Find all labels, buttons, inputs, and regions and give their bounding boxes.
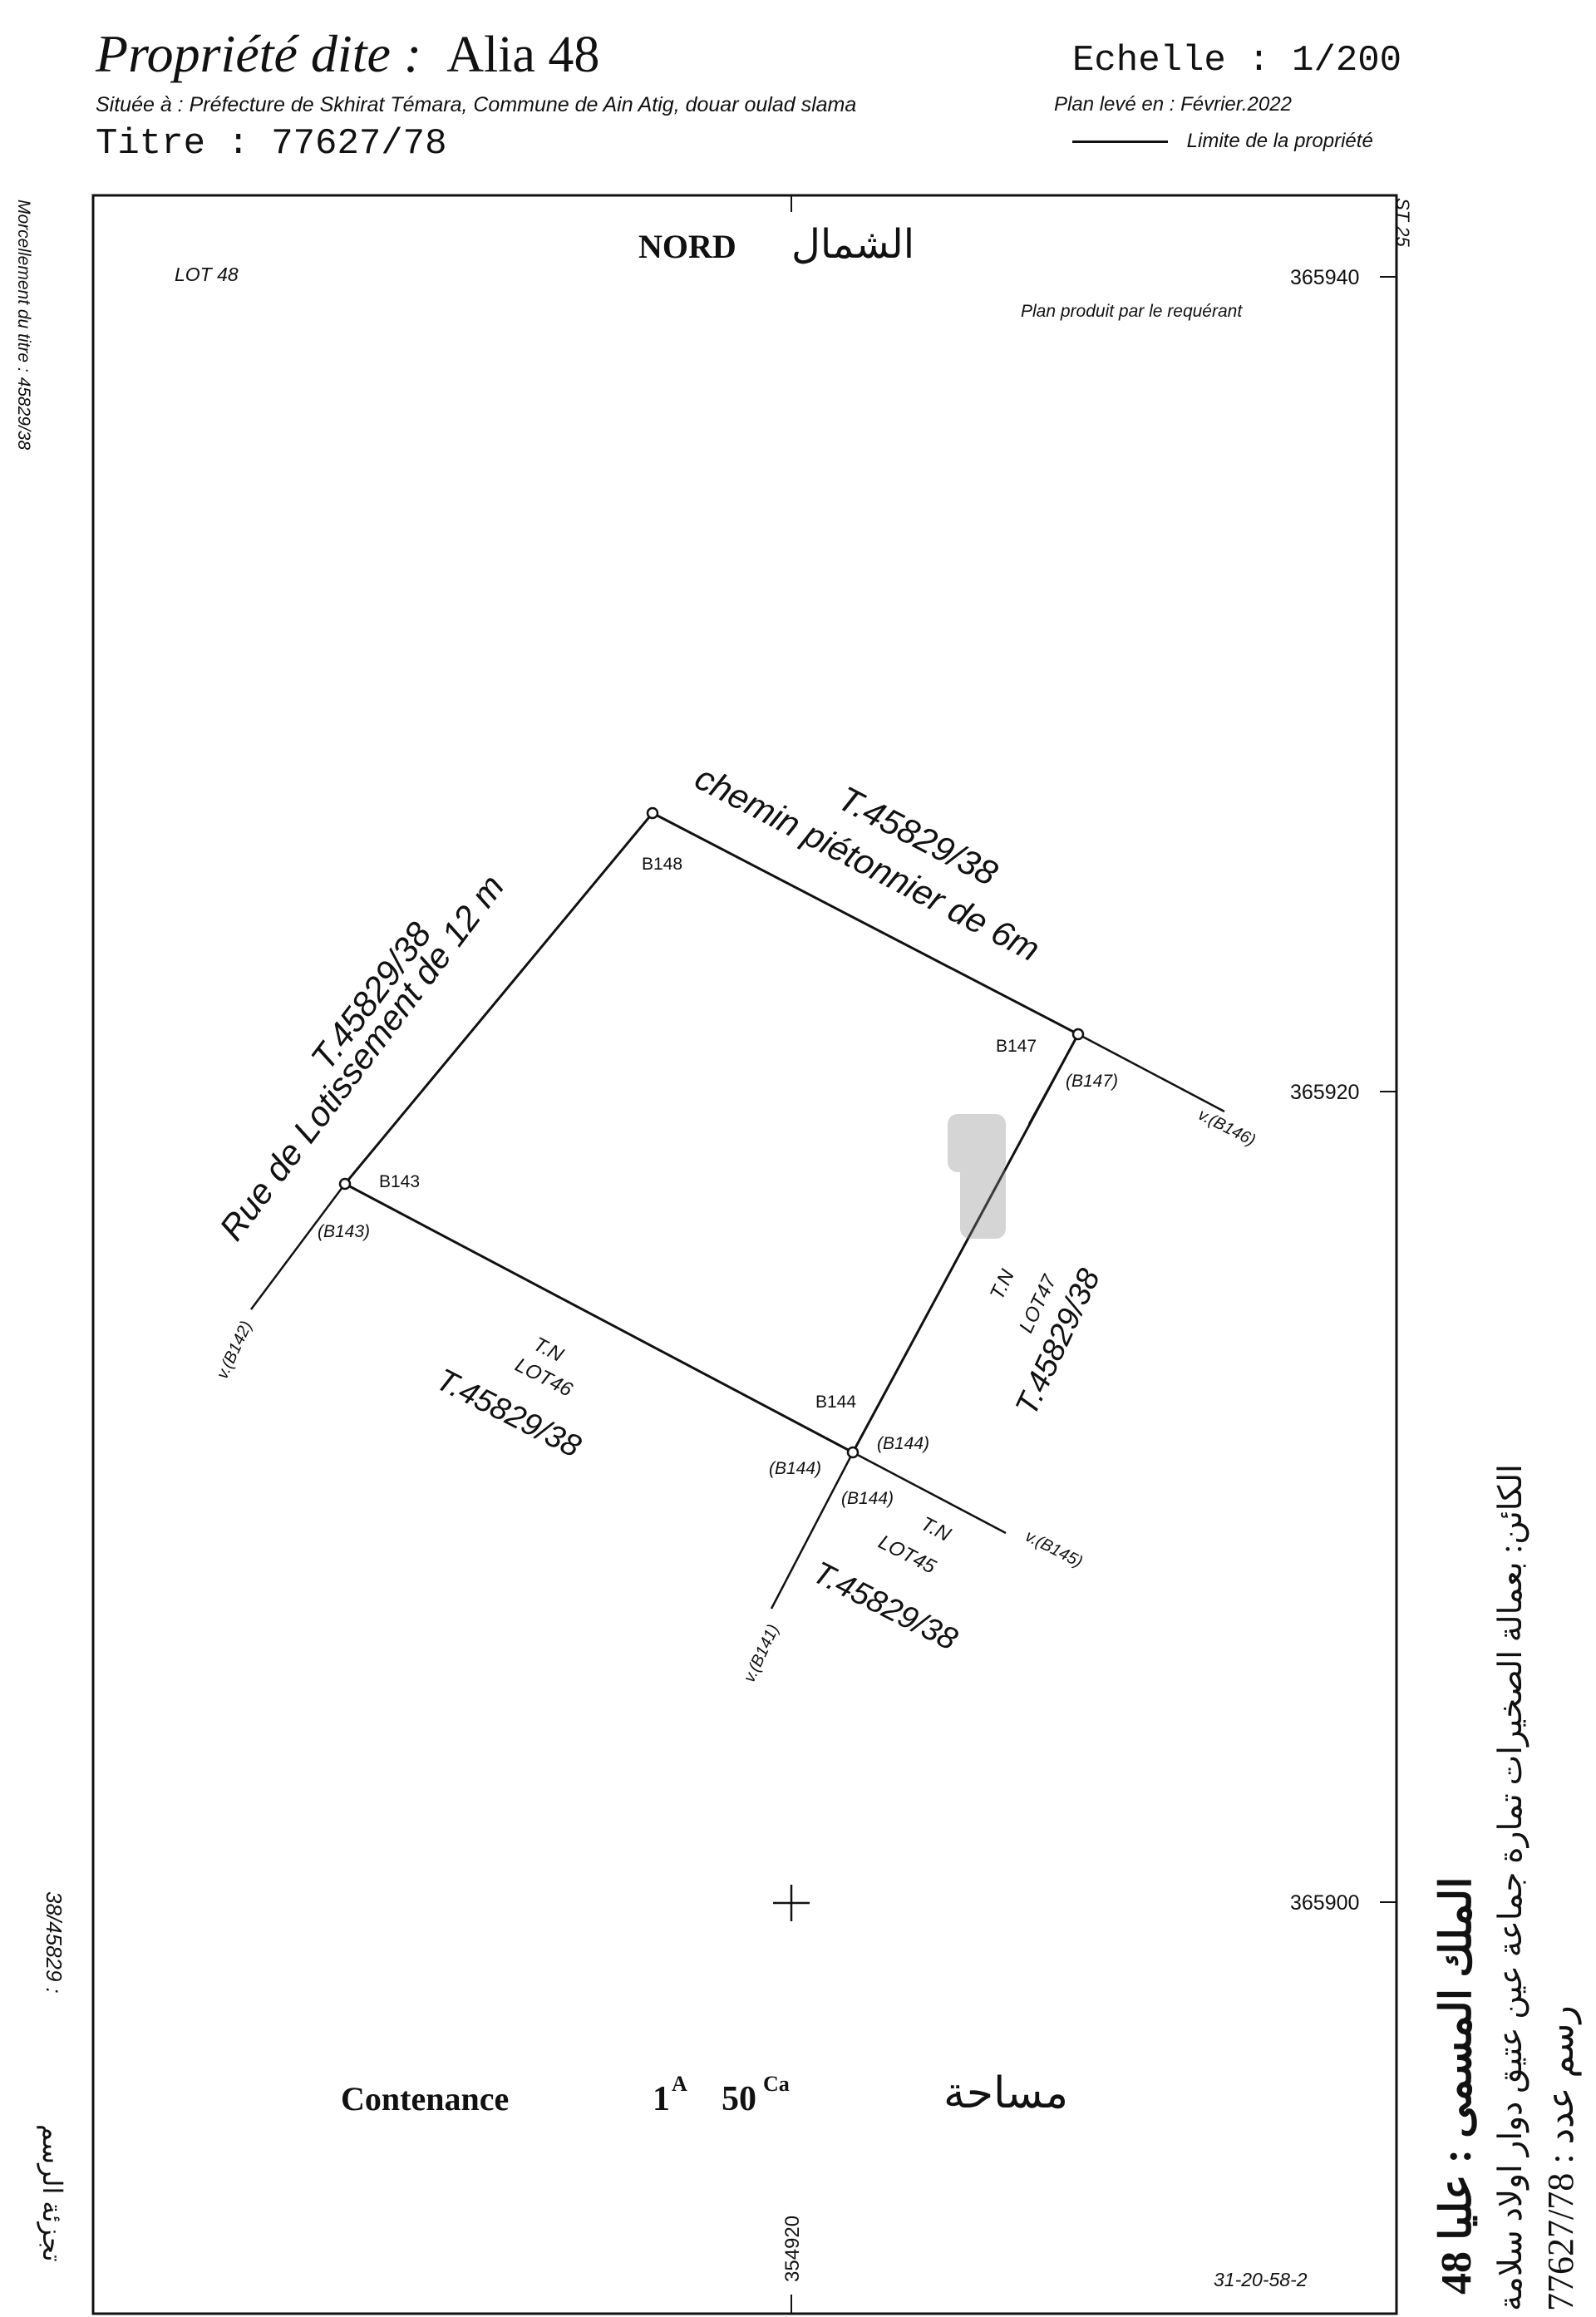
contenance-centiares-unit: Ca — [763, 2072, 790, 2096]
ext-b145 — [852, 1451, 1007, 1535]
contenance-centiares: 50 — [722, 2080, 756, 2118]
titre-value: : 77627/78 — [227, 123, 447, 165]
lot45-tn: T.N — [917, 1512, 954, 1546]
property-prefix: Propriété dite : — [96, 24, 422, 83]
label-b144: B144 — [815, 1393, 856, 1412]
plan-date: Plan levé en : Février.2022 — [1054, 93, 1292, 116]
north-label-arabic: الشمال — [791, 221, 914, 268]
situation-text: Située à : Préfecture de Skhirat Témara,… — [96, 93, 857, 116]
north-label: NORD — [638, 228, 736, 265]
grid-cross — [773, 1885, 810, 1921]
property-label: Propriété dite : Alia 48 — [96, 23, 599, 85]
corner-b148 — [646, 806, 659, 820]
corner-b147 — [1071, 1028, 1085, 1041]
y-coord-365940: 365940 — [1290, 266, 1359, 289]
titre-label: Titre — [96, 123, 206, 165]
ext-b146 — [1077, 1033, 1225, 1113]
label-v-b145: v.(B145) — [1022, 1527, 1086, 1571]
neighbor-lot45: T.N LOT45 T.45829/38 — [807, 1512, 963, 1657]
titre-line: Titre : 77627/78 — [96, 123, 446, 165]
frame-border — [91, 194, 1398, 2315]
label-v-b142: v.(B142) — [214, 1319, 256, 1382]
corner-b144 — [846, 1446, 860, 1459]
label-b144-paren-right: (B144) — [877, 1434, 929, 1453]
scale-label: Echelle — [1072, 40, 1226, 81]
reference-code: 31-20-58-2 — [1214, 2269, 1308, 2290]
label-v-b141: v.(B141) — [741, 1622, 783, 1685]
y-coord-365920: 365920 — [1290, 1081, 1359, 1104]
x-coord-354920: 354920 — [781, 2216, 804, 2282]
scale-value: : 1/200 — [1248, 40, 1402, 81]
contenance-ares: 1 — [653, 2080, 670, 2118]
extension-lines — [249, 1033, 1225, 1610]
limit-line-sample — [1072, 140, 1168, 144]
label-b147: B147 — [996, 1037, 1037, 1056]
lot47-tn: T.N — [986, 1265, 1019, 1303]
label-b143-paren: (B143) — [318, 1222, 370, 1241]
neighbor-left-desc: Rue de Lotissement de 12 m — [212, 867, 512, 1247]
limit-legend: Limite de la propriété — [1072, 130, 1373, 153]
neighbor-left: T.45829/38 Rue de Lotissement de 12 m — [212, 867, 512, 1247]
y-coord-365900: 365900 — [1290, 1891, 1359, 1915]
point-labels: B148 B147 B143 B144 — [379, 855, 1037, 1412]
limit-legend-label: Limite de la propriété — [1186, 130, 1373, 152]
contenance-arabic: مساحة — [943, 2068, 1068, 2118]
ext-b142 — [249, 1183, 347, 1310]
label-b148: B148 — [642, 855, 682, 874]
property-name: Alia 48 — [446, 27, 600, 83]
ext-b141 — [770, 1452, 855, 1610]
label-b144-paren-bottom: (B144) — [841, 1489, 894, 1508]
label-b147-paren: (B147) — [1066, 1072, 1118, 1091]
produced-by-note: Plan produit par le requérant — [1021, 302, 1243, 321]
label-v-b146: v.(B146) — [1195, 1106, 1259, 1150]
corner-markers — [338, 806, 1085, 1459]
label-b144-paren-left: (B144) — [769, 1459, 821, 1478]
neighbor-top: T.45829/38 chemin piétonnier de 6m — [689, 757, 1047, 969]
lot-label: LOT 48 — [175, 264, 239, 285]
lot45-title: T.45829/38 — [807, 1555, 963, 1658]
point-paren-labels: (B147) (B143) (B144) (B144) (B144) — [318, 1072, 1118, 1508]
blurred-area — [948, 1114, 1006, 1239]
ext-b147-lot47 — [1027, 1033, 1080, 1125]
lot46-lot: LOT46 — [511, 1353, 576, 1402]
contenance-label: Contenance — [341, 2080, 509, 2117]
scale-line: Echelle : 1/200 — [1072, 40, 1401, 81]
corner-b143 — [338, 1177, 352, 1191]
neighbor-lot46: T.N LOT46 T.45829/38 — [431, 1333, 586, 1464]
label-b143: B143 — [379, 1172, 420, 1191]
neighbor-lot47: T.N LOT47 T.45829/38 — [986, 1264, 1107, 1421]
contenance-value: 1 A 50 Ca — [653, 2072, 790, 2118]
contenance-ares-unit: A — [672, 2072, 687, 2096]
vertex-refs: v.(B146) v.(B142) v.(B145) v.(B141) — [214, 1106, 1259, 1685]
